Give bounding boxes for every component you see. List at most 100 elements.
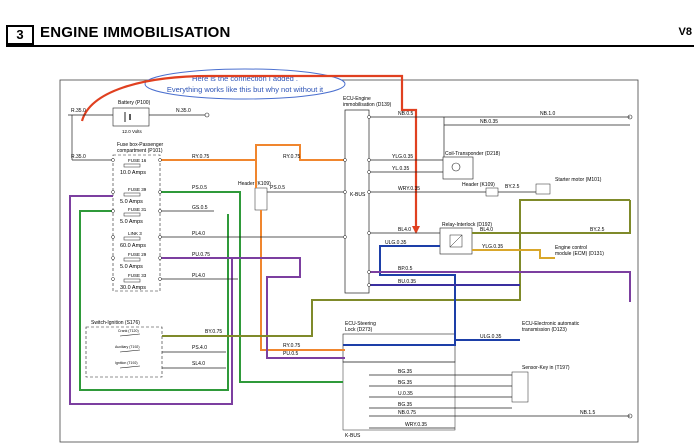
fusebox-label: Fuse box-Passenger bbox=[117, 142, 163, 148]
wire-label: BL4.0 bbox=[398, 227, 411, 233]
wire-label: PS.0.5 bbox=[192, 185, 207, 191]
coil-label: Coil-Transponder (D218) bbox=[445, 151, 500, 157]
fusebox-label: compartment (P101) bbox=[117, 148, 163, 154]
fuse-39: FUSE 39 5.0 Amps bbox=[120, 187, 147, 205]
wire-label: BG.35 bbox=[398, 369, 412, 375]
battery-symbol bbox=[112, 107, 150, 127]
link-3: LINK 3 60.0 Amps bbox=[120, 231, 146, 249]
fuse-31: FUSE 31 5.0 Amps bbox=[120, 207, 147, 225]
header-rule bbox=[6, 45, 694, 47]
wire-label: R.35.0 bbox=[71, 154, 86, 160]
wire-label: PU.0.75 bbox=[192, 252, 210, 258]
wire-label: YLG.0.35 bbox=[392, 154, 413, 160]
coil-box bbox=[442, 156, 474, 180]
ecu-steering-lower bbox=[342, 361, 456, 431]
wire-label: BG.35 bbox=[398, 380, 412, 386]
switch-position: Ignition (T192) bbox=[115, 361, 138, 365]
wire-label: NB.1.5 bbox=[580, 410, 596, 416]
ecm-label: Engine control bbox=[555, 245, 587, 251]
wire-label: BY.2.5 bbox=[590, 227, 605, 233]
connector-dots bbox=[111, 115, 371, 287]
wire-label: ULG.0.35 bbox=[385, 240, 407, 246]
ecu-engine-box bbox=[344, 109, 370, 294]
svg-text:5.0 Amps: 5.0 Amps bbox=[120, 264, 143, 270]
wire-by-olive bbox=[162, 199, 630, 337]
wire-ulg-blue bbox=[343, 245, 456, 346]
starter-label: Starter motor (M101) bbox=[555, 177, 602, 183]
svg-text:FUSE 29: FUSE 29 bbox=[128, 252, 147, 257]
wire-bp-purple bbox=[369, 271, 631, 302]
annotation-line1: Here is the connection I added . bbox=[192, 74, 298, 83]
starter-box bbox=[535, 183, 551, 195]
fuse-33: FUSE 33 30.0 Amps bbox=[120, 273, 147, 291]
wire-label: YL.0.35 bbox=[392, 166, 409, 172]
wire-label: GS.0.5 bbox=[192, 205, 208, 211]
ecu-engine-label: immobilisation (D139) bbox=[343, 102, 392, 108]
sensor-key-label: Sensor-Key in (T197) bbox=[522, 365, 570, 371]
wire-gs-green bbox=[160, 191, 343, 383]
switch-position: Crank (T120) bbox=[118, 329, 139, 333]
wire-green-loop bbox=[79, 210, 229, 391]
wire-ry-orange bbox=[160, 144, 345, 161]
ground-point bbox=[204, 112, 210, 118]
svg-text:5.0 Amps: 5.0 Amps bbox=[120, 219, 143, 225]
page-title: ENGINE IMMOBILISATION bbox=[40, 24, 231, 41]
wire-label: ULG.0.35 bbox=[480, 334, 502, 340]
wire-label: PL4.0 bbox=[192, 273, 205, 279]
wire-label: BY.0.75 bbox=[205, 329, 222, 335]
wire-label: WRY.0.35 bbox=[405, 422, 427, 428]
ecu-engine-label: ECU-Engine bbox=[343, 96, 371, 102]
wire-label: NB.0.5 bbox=[398, 111, 414, 117]
fuse-29: FUSE 29 5.0 Amps bbox=[120, 252, 147, 270]
ecu-steering-label: ECU-Steering bbox=[345, 321, 376, 327]
switch-contact bbox=[119, 365, 141, 369]
svg-text:FUSE 31: FUSE 31 bbox=[128, 207, 147, 212]
header-k109-left-box bbox=[254, 187, 268, 211]
wire-purple-loop bbox=[69, 195, 233, 405]
section-number: 3 bbox=[6, 25, 34, 45]
wire-label: R.35.0 bbox=[71, 108, 86, 114]
ecu-trans-label: transmission (D123) bbox=[522, 327, 567, 333]
svg-text:10.0 Amps: 10.0 Amps bbox=[120, 170, 146, 176]
ecu-steering-box bbox=[342, 333, 456, 363]
ecm-label: module (ECM) (D131) bbox=[555, 251, 604, 257]
wire-label: BL4.0 bbox=[480, 227, 493, 233]
switch-ignition-label: Switch-Ignition (S176) bbox=[91, 320, 140, 326]
wire-label: PL4.0 bbox=[192, 231, 205, 237]
wire-label: PS.0.5 bbox=[270, 185, 285, 191]
wire-label: RY.0.75 bbox=[283, 154, 301, 160]
wire-label: NB.1.0 bbox=[540, 111, 556, 117]
svg-text:FUSE 39: FUSE 39 bbox=[128, 187, 147, 192]
added-connection-arrow bbox=[412, 226, 420, 234]
annotation-line2: Everything works like this but why not w… bbox=[167, 85, 324, 94]
wire-label: N.35.0 bbox=[176, 108, 191, 114]
wire-label: RY.0.75 bbox=[283, 343, 301, 349]
wire-label: BG.35 bbox=[398, 402, 412, 408]
wire-label: SL4.0 bbox=[192, 361, 205, 367]
wire-label: YLG.0.35 bbox=[482, 244, 503, 250]
wire-label: BY.2.5 bbox=[505, 184, 520, 190]
wire-label: U.0.35 bbox=[398, 391, 413, 397]
wire-label: NB.0.75 bbox=[398, 410, 416, 416]
svg-text:FUSE 33: FUSE 33 bbox=[128, 273, 147, 278]
svg-text:5.0 Amps: 5.0 Amps bbox=[120, 199, 143, 205]
relay-coil-diagonal bbox=[449, 234, 463, 248]
battery-rating: 12.0 Volts bbox=[122, 129, 143, 134]
switch-ignition-outline bbox=[85, 326, 163, 378]
ecu-trans-label: ECU-Electronic automatic bbox=[522, 321, 580, 327]
fusebox-outline bbox=[112, 154, 161, 292]
wire-label: RY.0.75 bbox=[192, 154, 210, 160]
wire-label: WRY.0.35 bbox=[398, 186, 420, 192]
fuse-16: FUSE 16 10.0 Amps bbox=[120, 158, 147, 176]
relay-box bbox=[439, 227, 473, 255]
kbus-label-bottom: K-BUS bbox=[345, 433, 361, 439]
svg-text:30.0 Amps: 30.0 Amps bbox=[120, 285, 146, 291]
wire-label: BU.0.35 bbox=[398, 279, 416, 285]
wire-label: PS.4.0 bbox=[192, 345, 207, 351]
svg-text:60.0 Amps: 60.0 Amps bbox=[120, 243, 146, 249]
switch-contact bbox=[119, 333, 141, 337]
wire-ylg-gold bbox=[472, 249, 555, 259]
sensor-key-box bbox=[511, 371, 529, 403]
wire-label: BP.0.5 bbox=[398, 266, 413, 272]
